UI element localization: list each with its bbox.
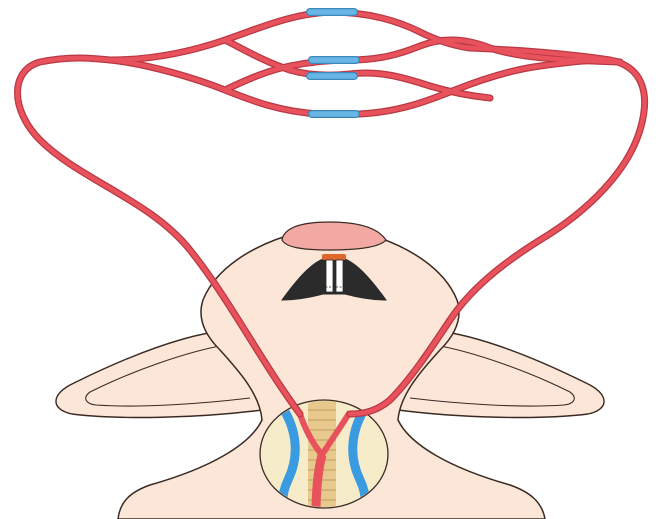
graft-crossing-a xyxy=(225,40,490,98)
anastomosis-cuffs xyxy=(310,12,356,114)
nose xyxy=(282,222,386,250)
incisor-band xyxy=(322,254,346,260)
